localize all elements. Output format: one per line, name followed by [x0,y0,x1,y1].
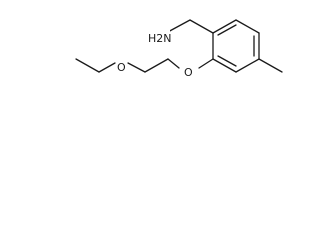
amine-label-group: H2N [146,30,172,45]
amine-label: H2N [148,32,172,45]
bond-o2-to-ch2a [167,58,180,69]
bond-ch2b-to-o1 [127,62,146,73]
bond-ring-to-o2 [198,58,214,69]
ether-oxygen-chain-group: O [117,61,126,74]
bond-o1-to-ch2c [98,62,116,73]
benzene-ring [212,19,260,73]
bond-ch2c-to-ch3 [75,58,100,73]
ring-bond-c2-c3 [212,58,237,73]
ring-double-bond-top [217,24,237,36]
ether-oxygen-chain-label: O [117,61,126,74]
ring-bond-c3-c4 [235,58,260,73]
bond-ch2a-to-ch2b [144,58,169,73]
chemical-structure-diagram: H2N O O [75,19,283,79]
bond-ring-to-ch2 [189,19,214,34]
ring-double-bond-left [217,55,237,67]
ring-bond-c5-c6 [235,19,260,34]
bond-ring-to-methyl [258,58,283,73]
ether-oxygen-ring-group: O [184,66,193,79]
ether-oxygen-ring-label: O [184,66,193,79]
ring-bond-c6-c1 [212,19,237,34]
